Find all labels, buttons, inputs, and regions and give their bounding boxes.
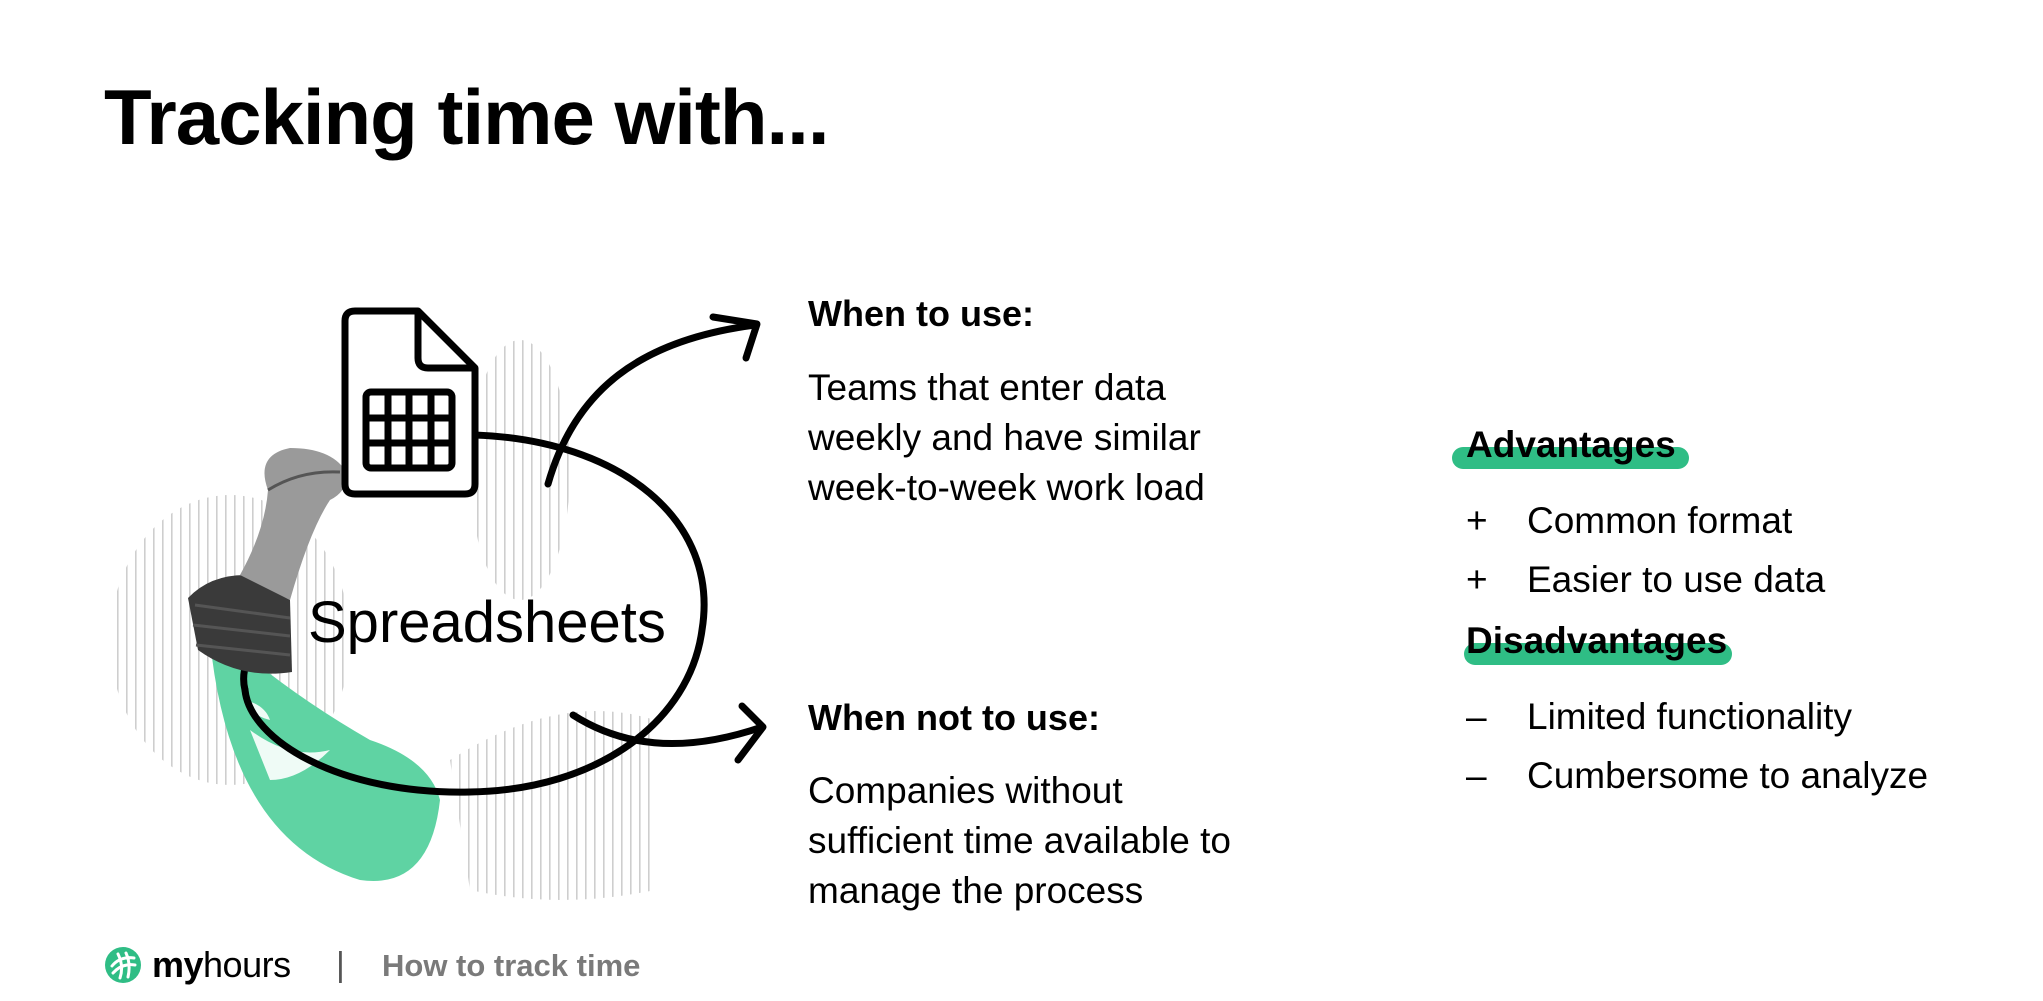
myhours-logo-icon <box>105 947 141 983</box>
spreadsheets-label: Spreadsheets <box>308 590 666 655</box>
advantage-text: Common format <box>1527 500 1793 541</box>
advantage-text: Easier to use data <box>1527 559 1826 600</box>
plus-mark: + <box>1466 559 1488 600</box>
disadvantages-heading: Disadvantages <box>1466 620 1728 661</box>
hand-image <box>188 448 346 674</box>
plus-mark: + <box>1466 500 1488 541</box>
when-not-to-use-line: Companies without <box>808 770 1123 811</box>
when-to-use-line: Teams that enter data <box>808 367 1166 408</box>
when-not-to-use-line: sufficient time available to <box>808 820 1231 861</box>
page-title: Tracking time with... <box>104 73 829 161</box>
when-not-to-use-line: manage the process <box>808 870 1144 911</box>
logo-wordmark: myhours <box>152 944 291 985</box>
disadvantage-text: Limited functionality <box>1527 696 1852 737</box>
green-blob <box>210 640 440 881</box>
advantage-item: + Easier to use data <box>1466 561 1825 598</box>
advantage-item: + Common format <box>1466 502 1792 539</box>
footer-subtitle: How to track time <box>382 948 641 983</box>
disadvantage-item: – Limited functionality <box>1466 698 1852 735</box>
disadvantage-text: Cumbersome to analyze <box>1527 755 1929 796</box>
when-to-use-text: Teams that enter data weekly and have si… <box>808 363 1328 513</box>
advantages-highlight <box>1452 447 1689 469</box>
disadvantage-item: – Cumbersome to analyze <box>1466 757 1928 794</box>
myhours-logo: myhours <box>104 944 291 986</box>
minus-mark: – <box>1466 696 1487 737</box>
spreadsheet-file-icon <box>341 307 479 498</box>
advantages-heading: Advantages <box>1466 424 1676 465</box>
when-not-to-use-text: Companies without sufficient time availa… <box>808 766 1328 916</box>
when-to-use-line: weekly and have similar <box>808 417 1201 458</box>
minus-mark: – <box>1466 755 1487 796</box>
when-not-to-use-heading: When not to use: <box>808 697 1100 738</box>
footer-separator: | <box>336 946 345 984</box>
curved-arrow-icon <box>544 313 767 764</box>
when-to-use-heading: When to use: <box>808 293 1034 334</box>
when-to-use-line: week-to-week work load <box>808 467 1205 508</box>
disadvantages-highlight <box>1464 643 1732 665</box>
